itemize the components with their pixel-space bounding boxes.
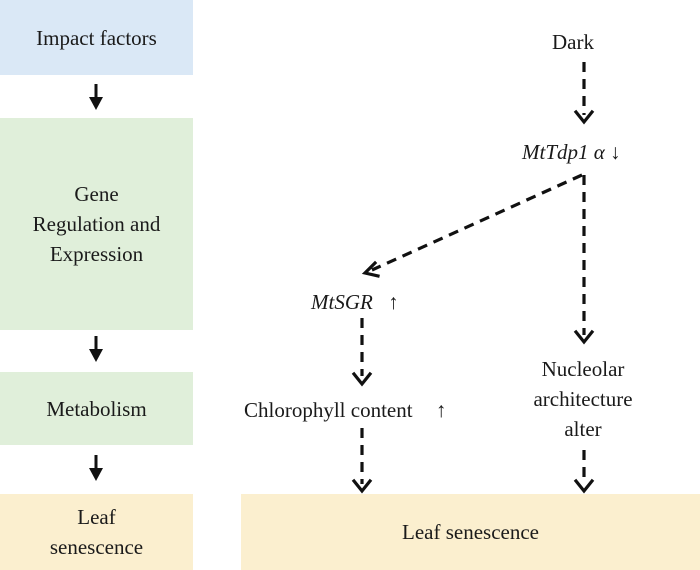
leaf-senescence-left-box: Leaf senescence bbox=[0, 494, 193, 570]
dark-to-mttdp1-arrowhead bbox=[573, 109, 595, 125]
nucleolar-line-3: alter bbox=[564, 417, 602, 441]
mttdp1-to-mtsgr-arrow-line bbox=[371, 173, 583, 272]
left-arrow-3 bbox=[89, 455, 103, 481]
left-arrow-2 bbox=[89, 336, 103, 362]
leaf-senescence-left-label: Leaf senescence bbox=[50, 502, 143, 562]
mttdp1-alpha: α bbox=[593, 140, 605, 164]
mttdp1-label: MtTdp1 α ↓ bbox=[522, 137, 621, 167]
mttdp1-down-arrow: ↓ bbox=[610, 140, 621, 164]
gene-regulation-line-3: Expression bbox=[49, 242, 144, 266]
left-arrow-1 bbox=[89, 84, 103, 110]
nucleolar-line-2: architecture bbox=[533, 387, 633, 411]
gene-regulation-label: Gene Regulation and Expression bbox=[33, 179, 161, 269]
chlorophyll-text: Chlorophyll content bbox=[244, 398, 413, 422]
impact-factors-box: Impact factors bbox=[0, 0, 193, 75]
mtsgr-label: MtSGR ↑ bbox=[311, 287, 399, 317]
mtsgr-to-chlorophyll-arrowhead bbox=[351, 371, 373, 387]
leaf-senescence-left-line-1: Leaf bbox=[77, 505, 116, 529]
mttdp1-gene-name: MtTdp1 bbox=[522, 140, 589, 164]
chlorophyll-up-arrow: ↑ bbox=[435, 398, 447, 422]
leaf-senescence-right-box: Leaf senescence bbox=[241, 494, 700, 570]
metabolism-box: Metabolism bbox=[0, 372, 193, 445]
mtsgr-up-arrow: ↑ bbox=[388, 290, 399, 314]
gene-regulation-line-1: Gene bbox=[74, 182, 119, 206]
impact-factors-label: Impact factors bbox=[36, 25, 157, 50]
chlorophyll-label: Chlorophyll content ↑ bbox=[244, 395, 446, 425]
nucleolar-label: Nucleolar architecture alter bbox=[518, 354, 648, 444]
gene-regulation-box: Gene Regulation and Expression bbox=[0, 118, 193, 330]
mttdp1-to-mtsgr-arrowhead bbox=[361, 260, 380, 278]
mtsgr-gene-name: MtSGR bbox=[311, 290, 373, 314]
dark-label: Dark bbox=[552, 30, 594, 54]
leaf-senescence-right-label: Leaf senescence bbox=[402, 520, 539, 544]
nucleolar-to-senescence-arrowhead bbox=[573, 478, 595, 494]
leaf-senescence-left-line-2: senescence bbox=[49, 535, 144, 559]
chlorophyll-to-senescence-arrowhead bbox=[351, 478, 373, 494]
gene-regulation-line-2: Regulation and bbox=[32, 212, 161, 236]
mttdp1-to-nucleolar-arrowhead bbox=[573, 329, 595, 345]
metabolism-label: Metabolism bbox=[46, 396, 147, 421]
nucleolar-line-1: Nucleolar bbox=[541, 357, 625, 381]
